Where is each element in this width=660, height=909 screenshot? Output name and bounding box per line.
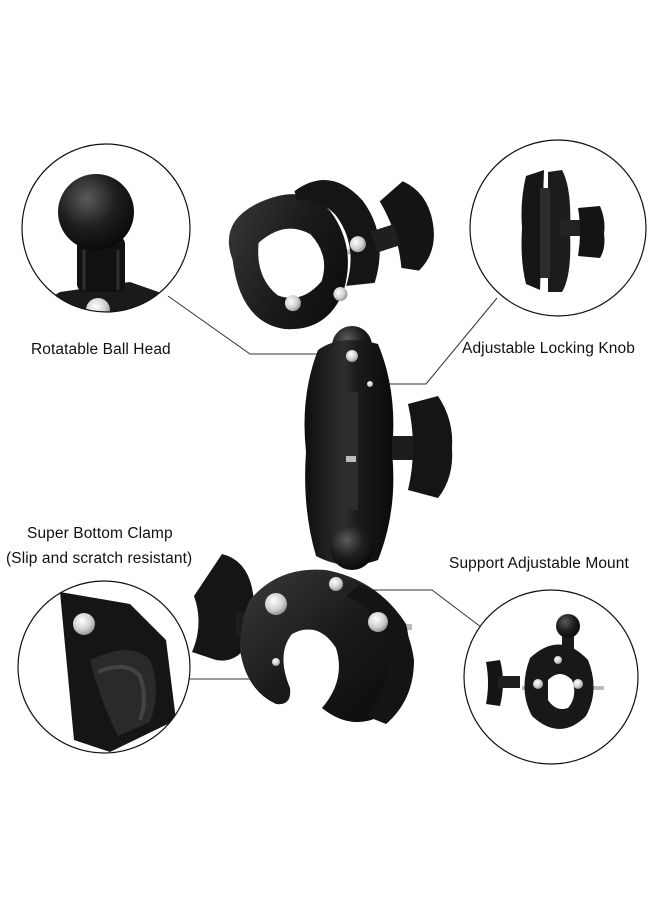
detail-circle-4: [463, 589, 639, 765]
detail-circle-1: [21, 143, 191, 313]
detail-support-mount: [464, 590, 638, 764]
extension-arm: [304, 326, 453, 570]
label-super-bottom-clamp: Super Bottom Clamp: [27, 525, 173, 542]
top-clamp: [228, 180, 434, 330]
detail-locking-knob: [470, 140, 646, 316]
detail-circle-2: [469, 139, 647, 317]
label-adjustable-locking-knob: Adjustable Locking Knob: [462, 340, 635, 357]
callout-line-support: [370, 589, 482, 628]
detail-bottom-clamp: [18, 581, 190, 753]
label-slip-and-scratch-resistant: (Slip and scratch resistant): [6, 550, 193, 567]
detail-circle-3: [17, 580, 191, 754]
label-support-adjustable-mount: Support Adjustable Mount: [449, 555, 629, 572]
label-rotatable-ball-head: Rotatable Ball Head: [31, 341, 171, 358]
bottom-clamp: [192, 554, 414, 724]
detail-ball-head: [22, 144, 190, 312]
